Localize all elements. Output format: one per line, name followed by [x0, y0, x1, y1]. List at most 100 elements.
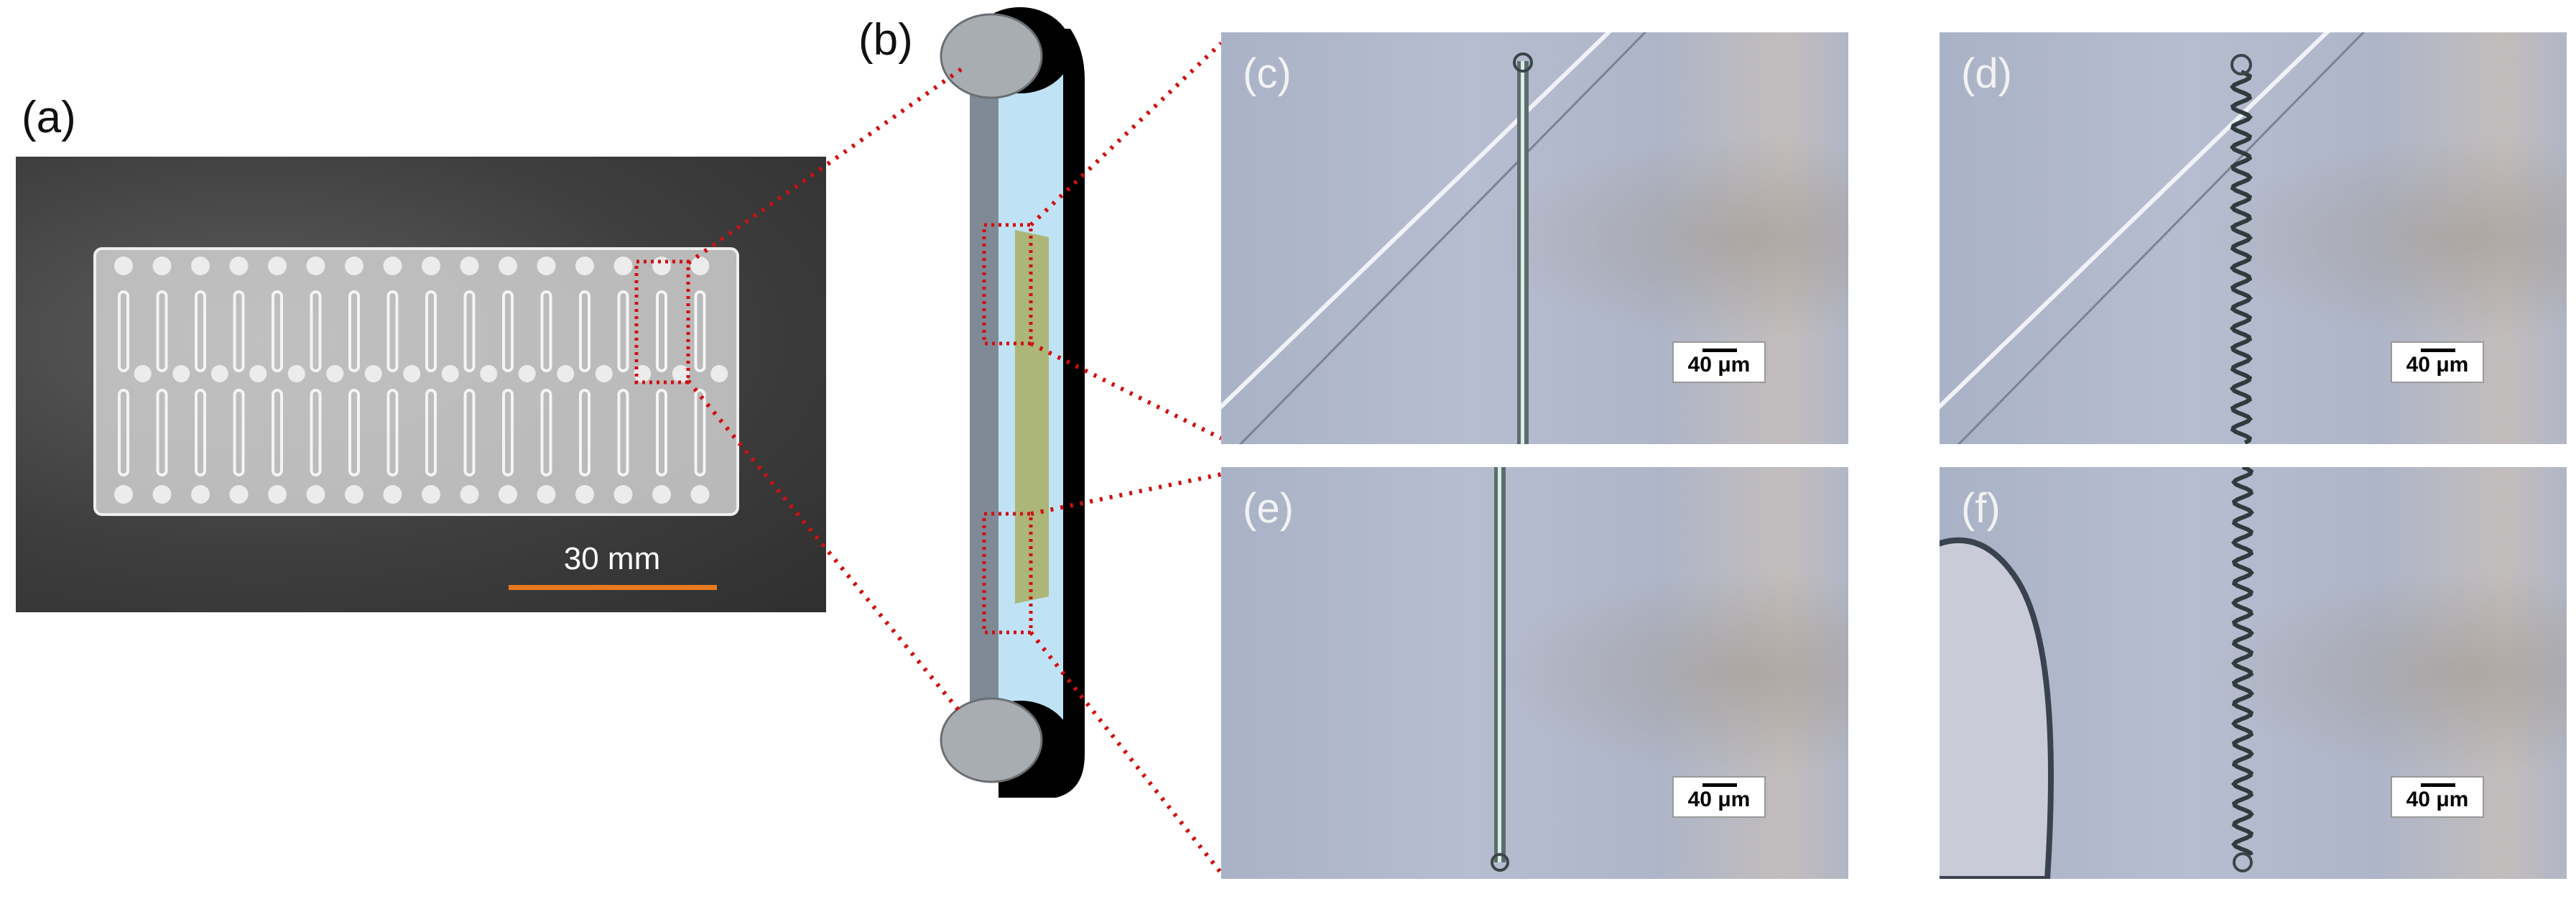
chip-well	[575, 485, 594, 504]
diagonal-channel-edge	[1940, 32, 2330, 410]
chip-well	[134, 365, 152, 382]
chip-channel	[540, 389, 552, 476]
chip-well	[652, 485, 671, 504]
chip-well	[672, 365, 690, 382]
chip-well	[114, 257, 133, 275]
chip-channel	[386, 389, 399, 476]
chip-channel	[156, 389, 168, 476]
chip-well	[537, 257, 556, 275]
chip-channel	[617, 389, 629, 476]
micrograph-e: (e) 40 μm	[1221, 467, 1848, 879]
chip-well	[613, 257, 633, 275]
top-roller	[940, 13, 1043, 99]
fiber-tip	[1491, 853, 1509, 872]
scale-bar-line	[2421, 349, 2455, 352]
chip-well	[306, 485, 325, 504]
chip-channel	[156, 290, 168, 372]
chip-well	[575, 257, 594, 275]
scale-bar-f: 40 μm	[2391, 776, 2484, 818]
panel-label-e: (e)	[1243, 485, 1294, 532]
chip-well	[460, 485, 479, 504]
chip-channel	[348, 290, 360, 372]
scale-bar-e: 40 μm	[1672, 776, 1766, 818]
panel-label-b: (b)	[858, 15, 913, 65]
callout-box-lower	[982, 512, 1033, 635]
chip-channel	[425, 290, 437, 372]
chip-well	[229, 257, 249, 275]
panel-label-f: (f)	[1961, 485, 2001, 532]
scale-bar-label: 40 μm	[2406, 788, 2469, 811]
chip-channel	[233, 290, 245, 372]
scale-bar-label: 40 μm	[2406, 353, 2469, 377]
chip-well	[537, 485, 556, 504]
chip-channel	[579, 290, 590, 372]
chip-channel	[617, 290, 629, 372]
chip-well	[152, 257, 172, 275]
callout-box-upper	[982, 223, 1033, 346]
chip-well	[595, 365, 613, 382]
chip-well	[690, 257, 710, 275]
chip-well	[326, 365, 344, 382]
scale-bar-30mm	[509, 585, 717, 590]
scale-bar-label: 40 μm	[1687, 353, 1751, 377]
chip-well	[191, 257, 210, 275]
panel-label-c: (c)	[1243, 50, 1292, 97]
chip-channel	[656, 290, 667, 372]
chip-well	[499, 257, 517, 275]
chip-well	[403, 365, 421, 382]
chip-channel	[463, 389, 476, 476]
straight-fiber-highlight	[1498, 467, 1501, 862]
chip-channel	[272, 389, 283, 476]
chip-channel	[579, 389, 590, 476]
micrograph-f: (f) 40 μm	[1940, 467, 2567, 879]
chip-well	[345, 485, 363, 504]
chip-well	[480, 365, 498, 382]
chip-well	[210, 365, 228, 382]
chip-well	[152, 485, 172, 504]
micrograph-e-drawing	[1491, 467, 1509, 872]
chip-well	[345, 257, 363, 275]
glass-slab-side	[970, 50, 999, 769]
straight-fiber-highlight	[1521, 61, 1524, 444]
chip-well	[364, 365, 382, 382]
scale-bar-line	[1702, 349, 1737, 352]
chip-well	[249, 365, 267, 382]
micrograph-f-drawing	[1940, 467, 2254, 879]
chip-well	[422, 257, 440, 275]
chip-well	[518, 365, 536, 382]
fiber-tip	[1513, 52, 1533, 73]
chip-channel	[233, 389, 245, 476]
helical-fiber	[2231, 467, 2254, 856]
chip-well	[287, 365, 305, 382]
chip-well	[114, 485, 133, 504]
fiber-tip	[2230, 54, 2252, 75]
chip-channel	[502, 290, 514, 372]
diagonal-channel-edge	[1221, 32, 1612, 410]
scale-bar-d: 40 μm	[2391, 341, 2484, 383]
chip-well	[557, 365, 575, 382]
panel-label-d: (d)	[1961, 50, 2012, 97]
chip-well	[460, 257, 479, 275]
chip-channel	[195, 290, 206, 372]
chip-well	[268, 257, 287, 275]
chip-well	[383, 485, 402, 504]
chip-channel	[463, 290, 476, 372]
micrograph-d: (d) 40 μm	[1940, 32, 2567, 444]
chip-well	[690, 485, 710, 504]
chip-well	[229, 485, 249, 504]
bottom-roller	[940, 697, 1043, 783]
chip-well	[306, 257, 325, 275]
chip-photo-drawing: 30 mm	[93, 247, 739, 590]
micrograph-c: (c) 40 μm	[1221, 32, 1848, 444]
chip-channel	[118, 389, 129, 476]
chip-channel	[425, 389, 437, 476]
chip-channel	[118, 290, 129, 372]
scale-bar-c: 40 μm	[1672, 341, 1766, 383]
scale-bar-label: 30 mm	[564, 541, 660, 576]
chip-well	[172, 365, 190, 382]
chip-channel	[195, 389, 206, 476]
chip-channel	[348, 389, 360, 476]
chip-photo: 30 mm	[16, 157, 826, 612]
micrograph-d-drawing	[1940, 32, 2366, 444]
chip-channel	[272, 290, 283, 372]
